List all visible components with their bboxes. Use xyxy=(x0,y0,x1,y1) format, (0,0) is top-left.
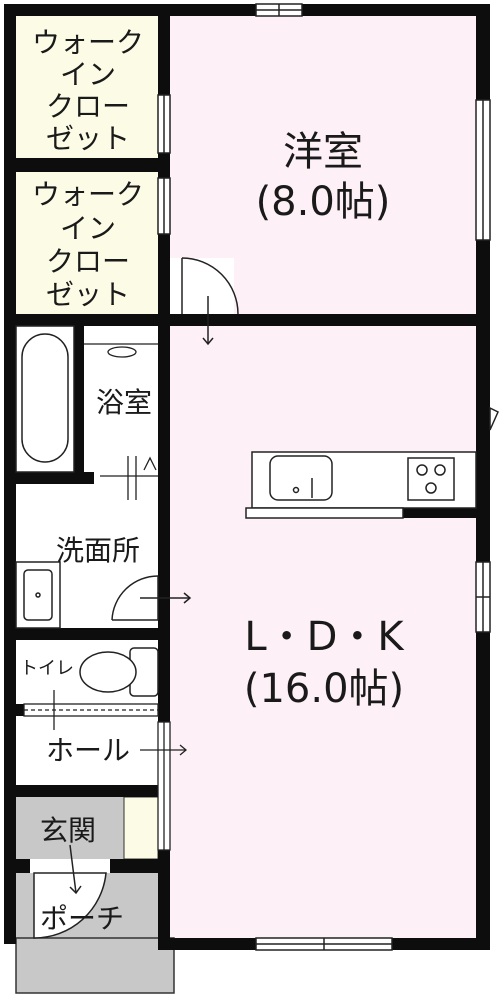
svg-text:ゼット: ゼット xyxy=(46,278,130,311)
washbasin xyxy=(15,561,61,629)
hall-name: ホール xyxy=(46,734,130,767)
ldk-size: (16.0帖) xyxy=(244,666,404,712)
bath-name: 浴室 xyxy=(96,386,152,419)
svg-text:イン: イン xyxy=(60,58,116,91)
entrance-name: 玄関 xyxy=(40,814,96,847)
wic-bottom-label: ウォーク イン クロー ゼット xyxy=(32,178,144,311)
svg-text:ウォーク: ウォーク xyxy=(32,26,144,59)
western-room-door xyxy=(170,257,239,346)
porch-name: ポーチ xyxy=(40,902,124,935)
ldk-name: L・D・K xyxy=(244,614,405,660)
western-room-name: 洋室 xyxy=(283,129,363,175)
svg-text:クロー: クロー xyxy=(46,90,130,123)
shoe-cabinet xyxy=(123,796,159,860)
svg-text:ウォーク: ウォーク xyxy=(32,178,144,211)
bath-faucet xyxy=(84,343,158,358)
western-room-size: (8.0帖) xyxy=(256,179,391,225)
wic-bottom-floor xyxy=(16,172,158,314)
wic-top-floor xyxy=(16,16,158,158)
toilet-name: トイレ xyxy=(20,658,74,679)
wic-doors xyxy=(157,94,171,235)
wic-top-label: ウォーク イン クロー ゼット xyxy=(32,26,144,155)
svg-text:イン: イン xyxy=(60,212,116,245)
porch-step xyxy=(15,937,175,994)
windows xyxy=(255,3,491,951)
hall-door xyxy=(140,721,188,851)
toilet-door xyxy=(23,690,159,730)
kitchen-counter xyxy=(245,451,477,519)
bath-door xyxy=(100,456,158,500)
svg-text:ゼット: ゼット xyxy=(46,122,130,155)
ldk-floor xyxy=(170,324,476,938)
ldk-side-vent xyxy=(489,406,499,431)
washroom-door xyxy=(111,575,192,621)
bathtub xyxy=(15,325,75,473)
entrance-door xyxy=(33,844,107,939)
washroom-name: 洗面所 xyxy=(56,534,140,567)
svg-text:クロー: クロー xyxy=(46,245,130,278)
toilet-fixture xyxy=(79,647,159,697)
